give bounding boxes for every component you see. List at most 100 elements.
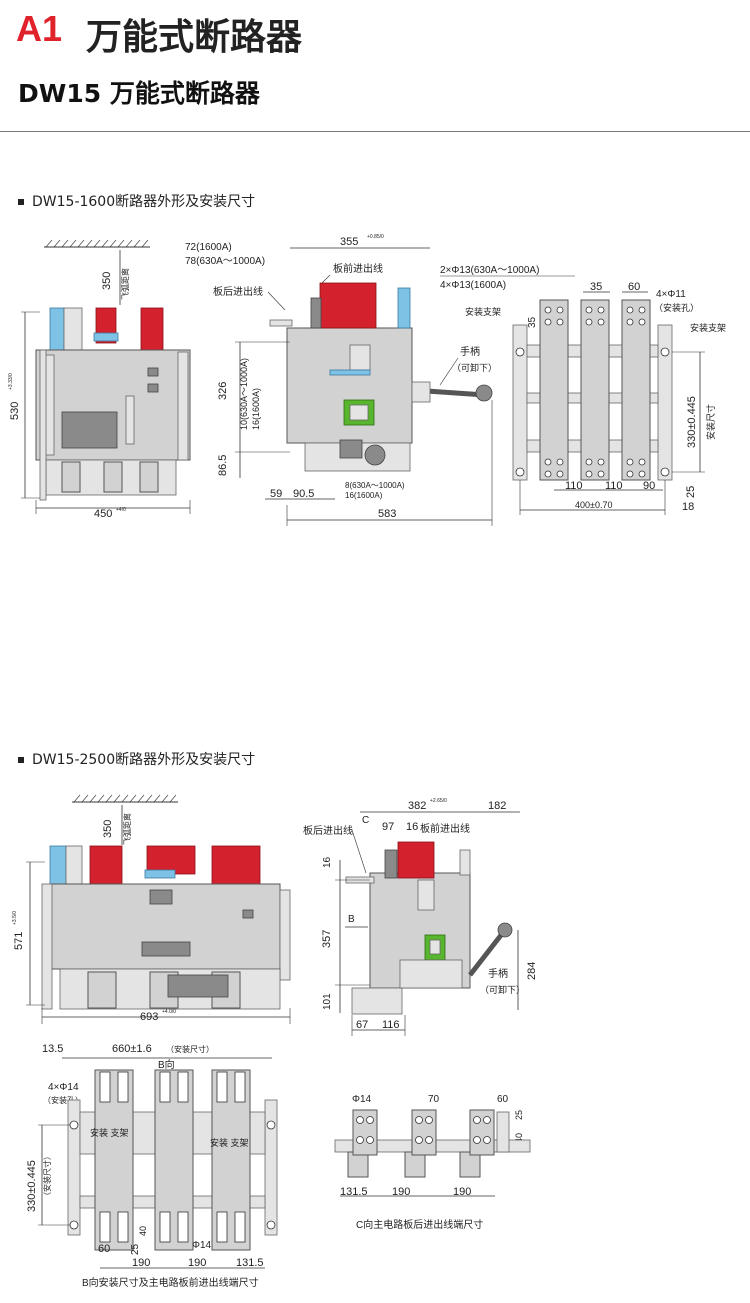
bdir-label: B向 xyxy=(158,1058,175,1071)
phi11-label: 4×Φ11 xyxy=(656,289,686,300)
label-78: 78(630A～1000A) xyxy=(185,256,265,267)
dim-35v: 35 xyxy=(527,316,538,328)
b-label: B xyxy=(348,914,355,925)
bracket-right: 安装支架 xyxy=(690,322,726,333)
bview-caption: B向安装尺寸及主电路板前进出线端尺寸 xyxy=(82,1276,259,1289)
dim-355: 355 xyxy=(340,236,358,248)
tol-450: +4/0 xyxy=(116,507,126,513)
handle-label-b: 手柄 xyxy=(488,967,508,980)
dim-60: 60 xyxy=(628,281,640,293)
phi14-c: Φ14 xyxy=(352,1094,372,1105)
tol-355: +0.85/0 xyxy=(367,234,384,240)
dim-40-c: 40 xyxy=(514,1133,524,1143)
header-divider xyxy=(0,131,750,132)
section-code: A1 xyxy=(16,8,63,49)
tol-693: +4.0/0 xyxy=(162,1009,176,1015)
dw2500-front-view: 350 飞弧距离 571 +3.5/0 693 +4.0/0 xyxy=(12,794,291,1024)
dim-70-c: 70 xyxy=(428,1094,440,1105)
removable-label: （可卸下） xyxy=(452,362,497,373)
cview-caption: C向主电路板后进出线端尺寸 xyxy=(356,1218,483,1231)
c-label: C xyxy=(362,815,369,826)
dim-350-b: 350 xyxy=(102,820,114,838)
dw1600-side-view: 72(1600A) 78(630A～1000A) 355 +0.85/0 板前进… xyxy=(185,234,497,526)
dim-382: 382 xyxy=(408,800,426,812)
section2-heading: DW15-2500断路器外形及安装尺寸 xyxy=(18,749,255,769)
phi14-label: 4×Φ14 xyxy=(48,1082,79,1093)
dim-190a-c: 190 xyxy=(392,1186,410,1198)
bullet-icon xyxy=(18,757,24,763)
dim-330-b: 330±0.445 xyxy=(26,1160,38,1212)
dim-583: 583 xyxy=(378,508,396,520)
mount-dim-b: （安装尺寸） xyxy=(166,1044,214,1054)
dim-13: 13.5 xyxy=(42,1043,63,1055)
phi13b-label: 4×Φ13(1600A) xyxy=(440,280,506,291)
dim-16b: 16(1600A) xyxy=(345,491,383,500)
dim-326: 326 xyxy=(217,382,229,400)
dim-60-c: 60 xyxy=(497,1094,509,1105)
dim-35: 35 xyxy=(590,281,602,293)
dim-25: 25 xyxy=(685,486,697,498)
dim-16v: 16 xyxy=(322,856,333,868)
dim-400: 400±0.70 xyxy=(575,500,612,510)
hole-label: （安装孔） xyxy=(654,302,699,313)
dim-25-c: 25 xyxy=(514,1110,524,1120)
phi14-b: Φ14 xyxy=(192,1240,212,1251)
bracket-b2: 安装 支架 xyxy=(210,1137,249,1148)
dim-182: 182 xyxy=(488,800,506,812)
bracket-b1: 安装 支架 xyxy=(90,1127,129,1138)
dim-10: 10(630A～1000A) xyxy=(239,358,249,430)
dim-86: 86.5 xyxy=(217,455,229,476)
dim-110b: 110 xyxy=(605,480,623,492)
dim-190a-b: 190 xyxy=(132,1257,150,1269)
dim-330: 330±0.445 xyxy=(686,396,698,448)
dim-90: 90 xyxy=(643,480,655,492)
tol-571: +3.5/0 xyxy=(12,911,18,925)
dim-67: 67 xyxy=(356,1019,368,1031)
dim-40-b: 40 xyxy=(138,1226,148,1236)
removable-label-b: （可卸下） xyxy=(480,984,525,995)
handle-label: 手柄 xyxy=(460,345,480,358)
dim-450: 450 xyxy=(94,508,112,520)
page-subtitle: DW15 万能式断路器 xyxy=(18,79,260,108)
front-wire-label-b: 板前进出线 xyxy=(420,822,470,835)
dim-357: 357 xyxy=(321,930,333,948)
dim-190b-c: 190 xyxy=(453,1186,471,1198)
mount-dim-b2: （安装尺寸） xyxy=(42,1152,52,1200)
label-72: 72(1600A) xyxy=(185,242,232,253)
back-wire-label-b: 板后进出线 xyxy=(303,824,353,837)
dim-131-c: 131.5 xyxy=(340,1186,368,1198)
hole-label-b: （安装孔） xyxy=(43,1095,83,1105)
back-wire-label: 板后进出线 xyxy=(213,285,263,298)
dim-350: 350 xyxy=(101,272,113,290)
arc-label-b: 飞弧距离 xyxy=(122,813,132,845)
dim-530: 530 xyxy=(9,402,21,420)
dim-90: 90.5 xyxy=(293,488,314,500)
front-wire-label: 板前进出线 xyxy=(333,262,383,275)
dim-8: 8(630A～1000A) xyxy=(345,481,405,490)
dim-284: 284 xyxy=(526,962,538,980)
dw1600-mount-view: 2×Φ13(630A～1000A) 4×Φ13(1600A) 35 60 4×Φ… xyxy=(440,265,726,515)
mount-dim-label: 安装尺寸 xyxy=(705,404,716,440)
phi13a-label: 2×Φ13(630A～1000A) xyxy=(440,265,539,276)
dim-101: 101 xyxy=(322,993,333,1010)
dim-16-s: 16 xyxy=(406,821,418,833)
dim-693: 693 xyxy=(140,1011,158,1023)
dim-60-b: 60 xyxy=(98,1243,110,1255)
dim-16: 16(1600A) xyxy=(251,388,261,430)
dw2500-c-view: Φ14 70 60 25 40 131.5 190 190 C向主电路板后进出线… xyxy=(334,1094,531,1231)
page-title: 万能式断路器 xyxy=(86,17,303,58)
dw2500-side-view: 382 +2.65/0 182 C 97 16 板前进出线 板后进出线 手柄 （… xyxy=(303,798,538,1036)
dim-18: 18 xyxy=(682,501,694,513)
dim-131-b: 131.5 xyxy=(236,1257,264,1269)
tol-382: +2.65/0 xyxy=(430,798,447,804)
tol-530: +3.33/0 xyxy=(8,373,14,390)
dim-110a: 110 xyxy=(565,480,583,492)
dim-97: 97 xyxy=(382,821,394,833)
dim-190b-b: 190 xyxy=(188,1257,206,1269)
bracket-left: 安装支架 xyxy=(465,306,501,317)
dim-59: 59 xyxy=(270,488,282,500)
bullet-icon xyxy=(18,199,24,205)
dw2500-b-view: 13.5 660±1.6 （安装尺寸） B向 4×Φ14 （安装孔） 安装 支架… xyxy=(26,1043,278,1289)
dim-116: 116 xyxy=(382,1019,400,1031)
